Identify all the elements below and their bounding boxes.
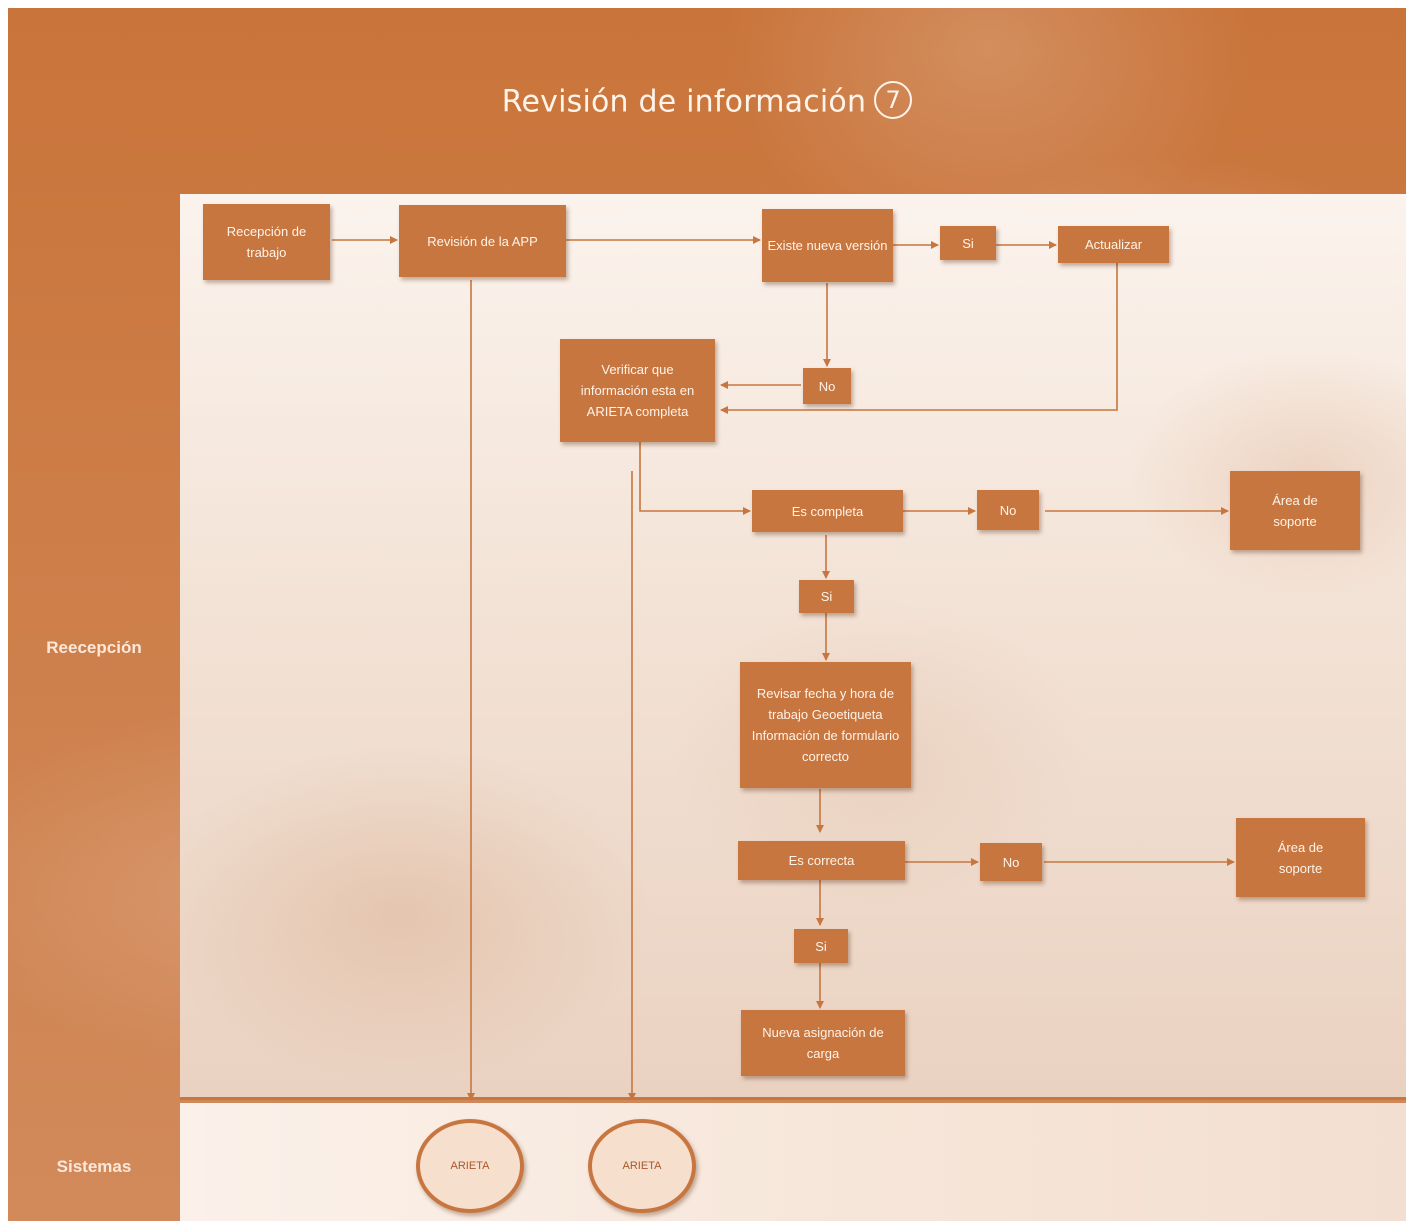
node-label: Existe nueva versión <box>767 238 888 253</box>
node-revisar-fecha: Revisar fecha y hora de trabajo Geoetiqu… <box>740 662 911 788</box>
node-label: No <box>999 502 1017 518</box>
node-nueva-asignacion: Nueva asignación de carga <box>741 1010 905 1076</box>
lane-label-systems: Sistemas <box>56 1157 132 1176</box>
node-label: ARIETA <box>622 1160 662 1172</box>
node-label: Área de soporte <box>1272 492 1318 529</box>
node-label: Actualizar <box>1084 237 1143 252</box>
node-existe-nueva-version: Existe nueva versión <box>762 209 893 282</box>
lane-label-reception: Reecepción <box>46 638 142 657</box>
node-no-1: No <box>803 368 851 404</box>
node-no-3: No <box>980 843 1042 881</box>
node-actualizar: Actualizar <box>1058 226 1169 263</box>
node-si-3: Si <box>794 929 848 963</box>
node-label: Si <box>962 235 974 251</box>
node-verificar-info: Verificar que información esta en ARIETA… <box>560 339 715 442</box>
node-no-2: No <box>977 490 1039 530</box>
node-es-completa: Es completa <box>752 490 903 532</box>
node-si-2: Si <box>799 580 854 613</box>
node-label: Es completa <box>791 503 864 519</box>
node-arieta-1: ARIETA <box>416 1119 524 1213</box>
node-recepcion-trabajo: Recepción de trabajo <box>203 204 330 280</box>
node-label: Revisar fecha y hora de trabajo Geoetiqu… <box>751 686 900 764</box>
node-label: Revisión de la APP <box>427 233 538 249</box>
title-text: Revisión de información <box>501 84 867 120</box>
arrow-verificar-to-escompleta <box>639 442 751 515</box>
node-label: Recepción de trabajo <box>226 224 307 260</box>
arrow-actualizar-to-verificar <box>720 263 1118 414</box>
node-label: ARIETA <box>450 1160 490 1172</box>
node-label: Verificar que información esta en ARIETA… <box>580 362 695 419</box>
node-label: No <box>1002 854 1020 870</box>
node-label: Área de soporte <box>1277 839 1324 876</box>
node-es-correcta: Es correcta <box>738 841 905 880</box>
node-label: Nueva asignación de carga <box>762 1025 884 1061</box>
node-label: Es correcta <box>788 853 855 868</box>
node-arieta-2: ARIETA <box>588 1119 696 1213</box>
lane-reception <box>180 194 1406 1098</box>
node-label: Si <box>815 938 827 954</box>
node-si-1: Si <box>940 226 996 260</box>
node-label: Si <box>820 589 833 604</box>
node-label: No <box>818 378 836 394</box>
node-revision-app: Revisión de la APP <box>399 205 566 277</box>
step-number-badge: 7 <box>874 81 913 119</box>
lane-divider <box>180 1097 1406 1100</box>
node-area-soporte-2: Área de soporte <box>1236 818 1365 897</box>
connector-layer <box>332 236 1235 1101</box>
lane-systems <box>180 1103 1406 1221</box>
node-area-soporte-1: Área de soporte <box>1230 471 1360 550</box>
